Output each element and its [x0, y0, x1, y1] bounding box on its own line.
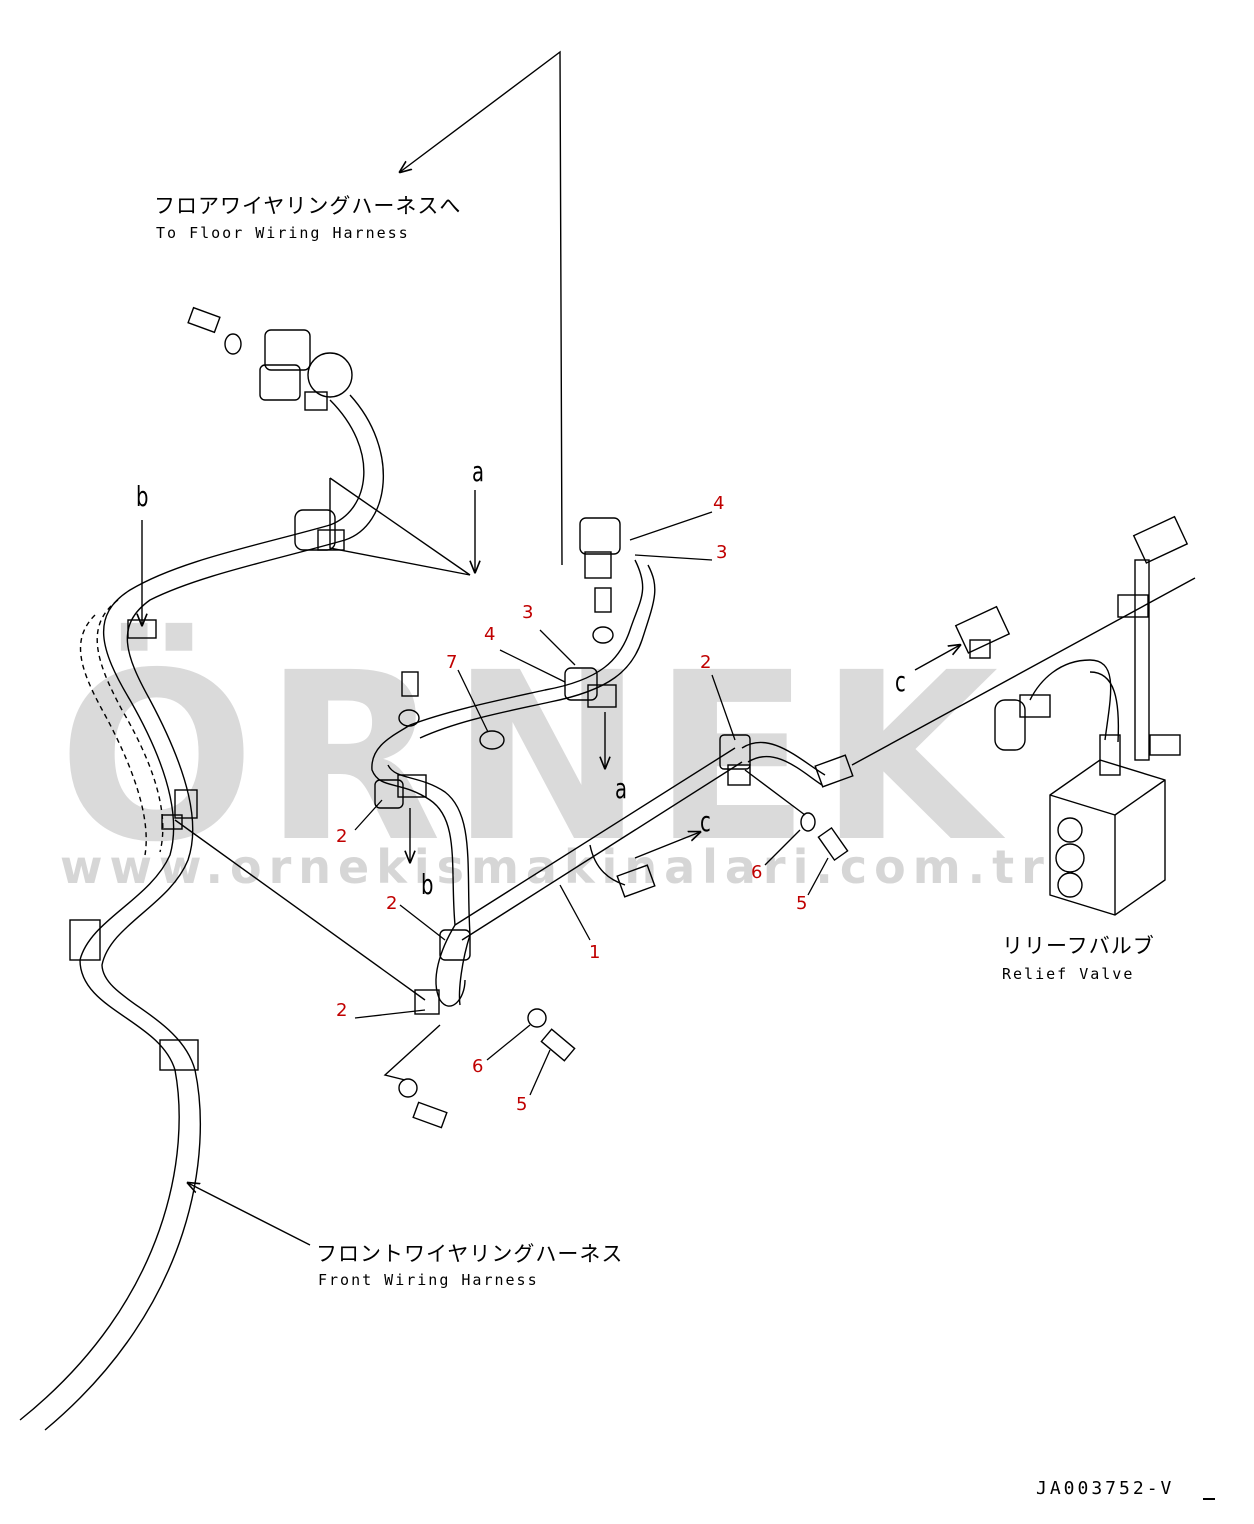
callout-2-d: 2	[700, 652, 712, 673]
relief-valve	[954, 515, 1189, 916]
view-label-c-right: c	[895, 665, 906, 698]
view-label-c-center: c	[700, 805, 711, 838]
callout-leaders	[354, 511, 829, 1096]
front-harness-leader	[188, 1183, 311, 1246]
drawing-number: JA003752-V	[1036, 1478, 1175, 1499]
front-wiring-harness	[19, 306, 385, 1431]
view-label-a-top: a	[472, 455, 485, 488]
callout-2-a: 2	[336, 826, 348, 847]
callout-7: 7	[446, 652, 458, 673]
corner-mark	[1203, 1498, 1215, 1500]
callout-2-c: 2	[336, 1000, 348, 1021]
watermark-url: www.ornekismakinalari.com.tr	[60, 840, 1051, 894]
floor-harness-label-en: To Floor Wiring Harness	[156, 224, 410, 242]
callout-4-center: 4	[484, 624, 496, 645]
view-label-a-center: a	[615, 772, 628, 805]
callout-4-top: 4	[713, 493, 725, 514]
floor-harness-leader	[400, 50, 563, 566]
callout-3-center: 3	[522, 602, 534, 623]
callout-3-top: 3	[716, 542, 728, 563]
harness-main	[371, 517, 854, 1129]
watermark-logo: ÖRNEK	[58, 623, 1007, 893]
callout-6-bottom: 6	[472, 1056, 484, 1077]
view-arrow-c-right	[914, 645, 960, 671]
view-label-b-center: b	[421, 868, 434, 901]
view-arrow-a-top	[329, 477, 475, 576]
view-label-b-left: b	[136, 480, 149, 513]
front-harness-label-jp: フロントワイヤリングハーネス	[316, 1242, 624, 1266]
callout-5-right: 5	[796, 893, 808, 914]
callout-2-b: 2	[386, 893, 398, 914]
callout-5-bottom: 5	[516, 1094, 528, 1115]
callout-6-right: 6	[751, 862, 763, 883]
relief-valve-label-jp: リリーフバルブ	[1002, 934, 1155, 958]
floor-harness-label-jp: フロアワイヤリングハーネスへ	[154, 194, 462, 218]
view-arrow-c-center	[634, 832, 700, 859]
relief-valve-label-en: Relief Valve	[1002, 965, 1135, 983]
front-harness-label-en: Front Wiring Harness	[318, 1271, 539, 1289]
callout-1: 1	[589, 942, 601, 963]
